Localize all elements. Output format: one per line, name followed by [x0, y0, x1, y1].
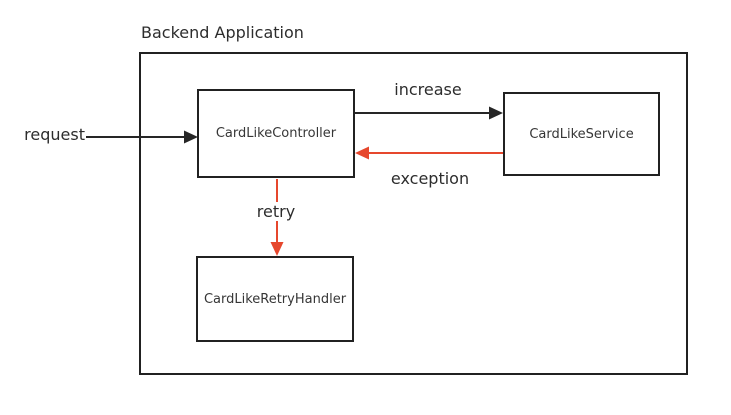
- edge-label-retry: retry: [253, 202, 299, 221]
- backend-application-boundary: [139, 52, 688, 375]
- diagram-title: Backend Application: [141, 23, 304, 42]
- node-cardlikecontroller-label: CardLikeController: [215, 126, 337, 141]
- edge-label-increase: increase: [394, 80, 462, 99]
- node-cardlikeretryhandler-label: CardLikeRetryHandler: [203, 291, 347, 307]
- edge-label-exception: exception: [390, 169, 470, 188]
- edge-label-request: request: [24, 125, 85, 144]
- node-cardlikeservice: CardLikeService: [503, 92, 660, 176]
- node-cardlikeretryhandler: CardLikeRetryHandler: [196, 256, 354, 342]
- node-cardlikecontroller: CardLikeController: [197, 89, 355, 178]
- node-cardlikeservice-label: CardLikeService: [529, 126, 634, 142]
